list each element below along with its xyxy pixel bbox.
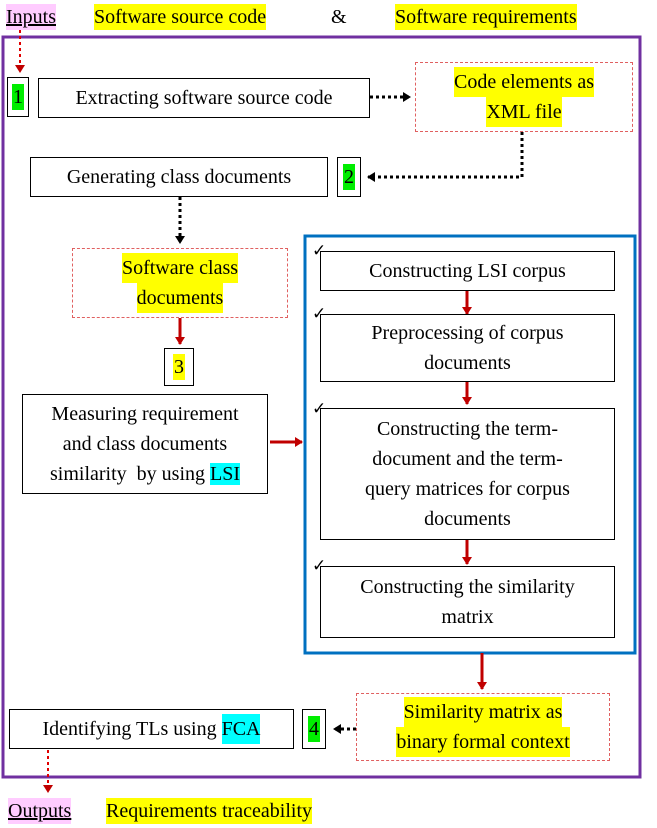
lsi-corpus-box: Constructing LSI corpus (320, 251, 615, 291)
code-elements-line1: Code elements as (454, 67, 594, 97)
input-source-code: Software source code (94, 4, 267, 30)
input-requirements: Software requirements (395, 4, 577, 30)
term-matrices-box: Constructing the term-document and the t… (320, 408, 615, 540)
step-1-number: 1 (7, 77, 29, 117)
measure-line3: similarity by using LSI (50, 463, 240, 485)
step-3-number: 3 (164, 348, 194, 386)
fca-highlight: FCA (221, 714, 261, 744)
inputs-label: Inputs (6, 4, 56, 30)
step-2-number: 2 (337, 157, 361, 197)
arrow-xml-to-classdocs (367, 132, 524, 182)
outer-frame (1, 35, 642, 779)
outputs-label: Outputs (8, 798, 72, 824)
lsi-frame (303, 234, 637, 655)
generate-class-docs-box: Generating class documents (30, 157, 328, 197)
extract-source-code-box: Extracting software source code (38, 78, 370, 118)
class-docs-line2: documents (136, 283, 224, 313)
output-traceability: Requirements traceability (106, 798, 313, 824)
software-class-docs-box: Software class documents (72, 248, 288, 318)
measure-line1: Measuring requirement (51, 403, 239, 425)
step-4-number: 4 (302, 709, 326, 749)
context-line1: Similarity matrix as (403, 697, 563, 727)
class-docs-line1: Software class (121, 253, 239, 283)
lsi-highlight: LSI (210, 463, 240, 485)
code-elements-line2: XML file (486, 97, 562, 127)
identify-tls-box: Identifying TLs using FCA (9, 709, 294, 749)
ampersand: & (331, 6, 347, 28)
measure-line2: and class documents (62, 433, 228, 455)
code-elements-xml-box: Code elements as XML file (415, 62, 633, 132)
measure-similarity-box: Measuring requirement and class document… (22, 394, 268, 494)
binary-formal-context-box: Similarity matrix as binary formal conte… (356, 693, 610, 761)
context-line2: binary formal context (396, 727, 570, 757)
